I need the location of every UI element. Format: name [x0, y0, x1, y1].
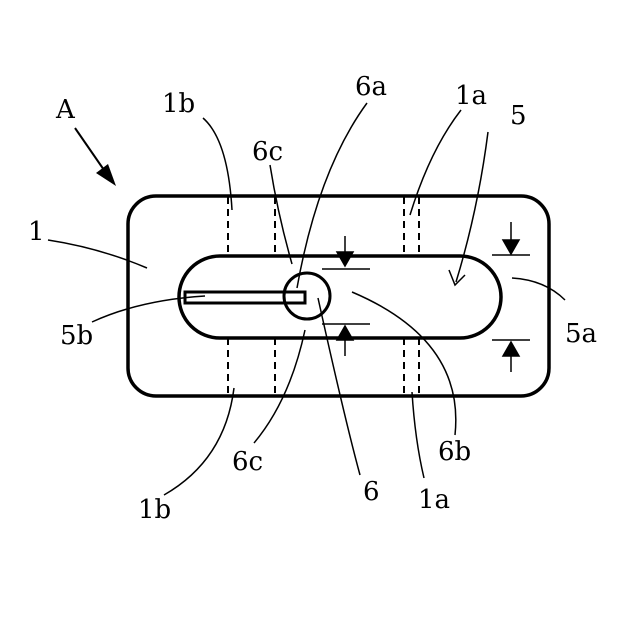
label-1a-top: 1a: [455, 81, 487, 111]
slit-5b: [185, 292, 305, 303]
circle-6: [284, 273, 330, 319]
label-5a: 5a: [565, 319, 597, 349]
fold-lines-1b: [228, 197, 275, 395]
label-6c-top: 6c: [252, 137, 283, 167]
label-6: 6: [363, 477, 380, 507]
arrow-A: [75, 128, 116, 186]
label-6b: 6b: [438, 437, 471, 467]
fold-lines-1a: [404, 197, 419, 395]
label-1: 1: [28, 217, 45, 247]
base-plate-1: [128, 196, 549, 396]
label-A: A: [55, 95, 76, 125]
label-6a: 6a: [355, 72, 387, 102]
label-1a-bottom: 1a: [418, 485, 450, 515]
label-5: 5: [510, 101, 527, 131]
label-6c-bottom: 6c: [232, 447, 263, 477]
label-1b-top: 1b: [162, 89, 195, 119]
label-5b: 5b: [60, 321, 93, 351]
dimension-outer: [492, 222, 530, 372]
label-1b-bottom: 1b: [138, 495, 171, 525]
